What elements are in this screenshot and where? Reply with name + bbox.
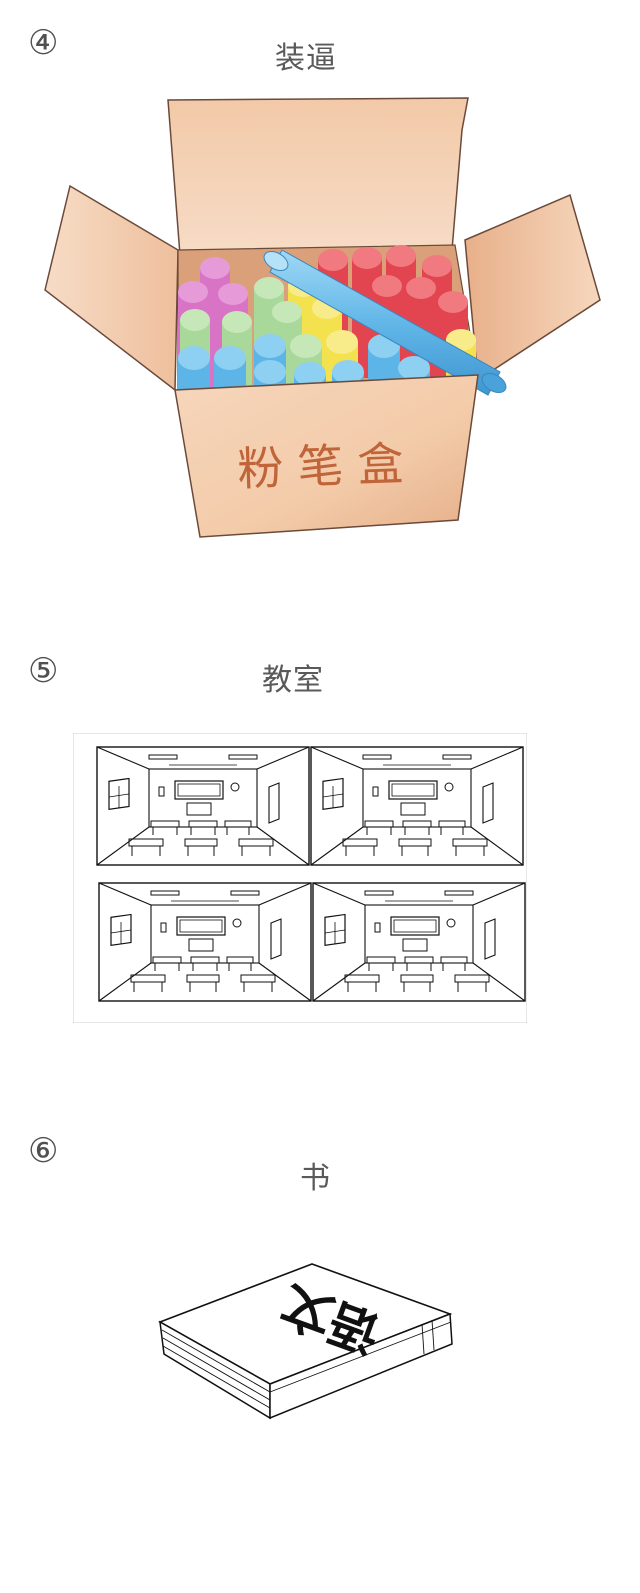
section-number: ④ [28, 23, 59, 63]
section-title: 书 [300, 1161, 331, 1196]
classroom-illustration [73, 733, 527, 1023]
chalk-sticks [178, 245, 476, 398]
classroom-panel [96, 746, 310, 866]
classroom-panel [98, 882, 312, 1002]
section-classroom: ⑤ 教室 [0, 630, 640, 1050]
box-front-panel [174, 374, 479, 538]
book-illustration: 语文 [158, 1263, 453, 1420]
classroom-panel [310, 746, 524, 866]
box-right-flap [464, 193, 601, 382]
chalk-box-illustration: 粉笔盒 [44, 97, 601, 538]
box-left-flap [44, 184, 179, 392]
section-title: 装逼 [275, 41, 337, 76]
section-book: ⑥ 书 语文 [0, 1110, 640, 1593]
section-number: ⑤ [28, 651, 59, 691]
box-label: 粉笔盒 [237, 436, 419, 496]
classroom-panel [312, 882, 526, 1002]
box-back-flap [167, 97, 469, 256]
book-side [269, 1312, 453, 1420]
section-chalk-box: ④ 装逼 [0, 0, 640, 560]
section-title: 教室 [262, 663, 324, 698]
lying-chalk-stick [263, 249, 507, 396]
section-number: ⑥ [28, 1131, 59, 1171]
